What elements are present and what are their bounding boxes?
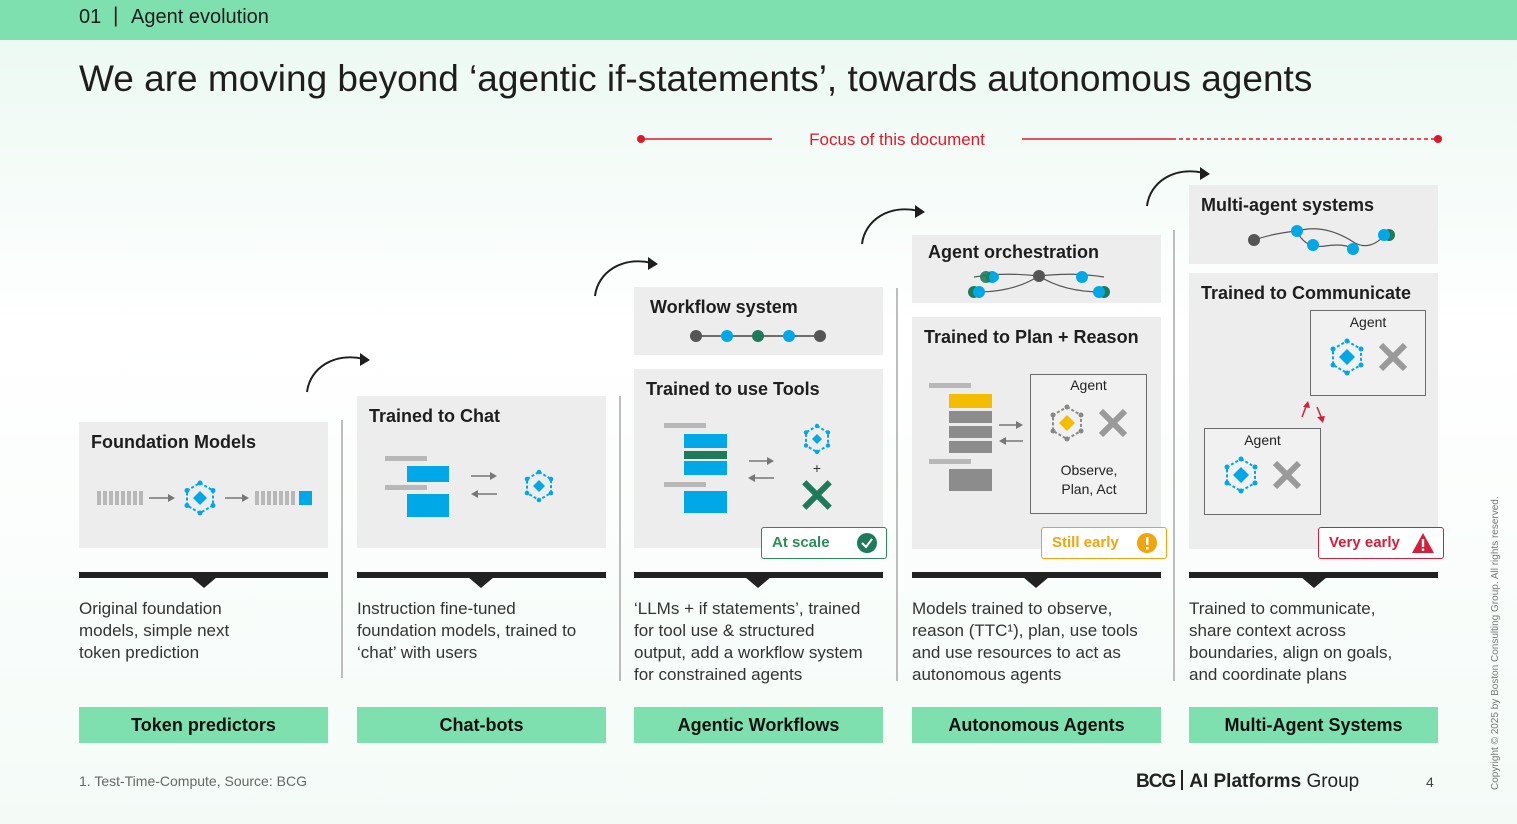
- section-title: Agent evolution: [131, 6, 269, 28]
- tool-use-icon: +: [664, 423, 832, 513]
- agent-communicate-icon: [1330, 338, 1408, 376]
- workflow-chain-icon: [690, 330, 826, 342]
- workflow-system-card: Workflow system: [634, 287, 883, 355]
- stage-pill-multi-agent-systems: Multi-Agent Systems: [1189, 707, 1438, 743]
- tools-icon: [1378, 342, 1408, 372]
- exchange-arrows-icon: [1301, 401, 1325, 423]
- column-divider: [1173, 230, 1175, 681]
- stage-pill-token-predictors: Token predictors: [79, 707, 328, 743]
- column-divider: [896, 288, 898, 681]
- stage-bar: [1189, 572, 1438, 578]
- curved-arrow-icon: [861, 205, 925, 245]
- card-title: Trained to Communicate: [1201, 283, 1412, 303]
- bcg-wordmark: BCG: [1136, 771, 1176, 792]
- bar-notch: [745, 577, 771, 588]
- card-title: Foundation Models: [91, 432, 256, 452]
- agent-label: Agent: [1349, 314, 1387, 330]
- agent-communicate-icon: [1224, 456, 1302, 494]
- focus-range-indicator: [637, 135, 1442, 143]
- stage-pill-chat-bots: Chat-bots: [357, 707, 606, 743]
- trained-to-communicate-card: Trained to Communicate Agent Agent: [1189, 273, 1438, 549]
- agent-label: Agent: [1244, 432, 1281, 448]
- bar-notch: [1301, 577, 1327, 588]
- check-icon: [857, 533, 877, 553]
- section-number: 01: [79, 6, 102, 28]
- plus-sign: +: [813, 460, 821, 476]
- card-title: Trained to Plan + Reason: [924, 327, 1139, 347]
- card-title: Trained to use Tools: [646, 379, 820, 399]
- stage-bar: [634, 572, 883, 578]
- status-badge-still-early: Still early: [1041, 527, 1167, 559]
- copyright-notice: Copyright © 2025 by Boston Consulting Gr…: [1490, 496, 1501, 790]
- agent-box: Agent Observe,Plan, Act: [1030, 374, 1147, 514]
- card-title: Agent orchestration: [928, 242, 1100, 262]
- stage-pill-agentic-workflows: Agentic Workflows: [634, 707, 883, 743]
- agent-reasoning-icon: [1050, 404, 1128, 442]
- bar-notch: [191, 577, 217, 588]
- column-divider: [341, 420, 343, 678]
- bar-notch: [1023, 577, 1049, 588]
- bar-notch: [468, 577, 494, 588]
- focus-label: Focus of this document: [809, 130, 985, 149]
- status-badge-at-scale: At scale: [761, 527, 887, 559]
- card-title: Multi-agent systems: [1201, 195, 1375, 215]
- token-prediction-icon: [97, 480, 312, 516]
- agent-box: Agent: [1204, 428, 1321, 515]
- curved-arrow-icon: [594, 257, 658, 297]
- section-separator: |: [113, 4, 119, 27]
- trained-to-chat-card: Trained to Chat: [357, 396, 606, 548]
- chat-exchange-icon: [385, 456, 554, 517]
- curved-arrow-icon: [306, 353, 370, 393]
- curved-arrow-icon: [1146, 167, 1210, 207]
- slide-title: We are moving beyond ‘agentic if-stateme…: [79, 58, 1313, 99]
- foundation-models-card: Foundation Models: [79, 422, 328, 548]
- agent-box: Agent: [1310, 310, 1426, 396]
- section-header-bar: 01 | Agent evolution: [0, 0, 1517, 40]
- stage-bar: [357, 572, 606, 578]
- status-badge-very-early: Very early: [1318, 527, 1444, 559]
- page-number: 4: [1426, 774, 1434, 790]
- column-divider: [619, 396, 621, 681]
- stage-bar: [79, 572, 328, 578]
- orchestration-graph-icon: [968, 270, 1110, 298]
- multi-agent-graph-icon: [1248, 225, 1395, 255]
- trained-to-use-tools-card: Trained to use Tools +: [634, 369, 883, 548]
- stage-bar: [912, 572, 1161, 578]
- planning-stack-icon: [929, 383, 1023, 491]
- trained-to-plan-reason-card: Trained to Plan + Reason Agent Observe,P…: [912, 317, 1161, 549]
- agent-orchestration-card: Agent orchestration: [912, 235, 1161, 303]
- stage-description: Models trained to observe,reason (TTC¹),…: [912, 599, 1138, 684]
- footnote: 1. Test-Time-Compute, Source: BCG: [79, 773, 307, 789]
- card-title: Workflow system: [650, 297, 798, 317]
- tools-icon: [802, 480, 832, 510]
- warning-triangle-icon: [1412, 533, 1434, 553]
- agent-caption: Observe,Plan, Act: [1060, 462, 1118, 497]
- card-title: Trained to Chat: [369, 406, 501, 426]
- tools-icon: [1272, 460, 1302, 490]
- stage-pill-autonomous-agents: Autonomous Agents: [912, 707, 1161, 743]
- agent-label: Agent: [1070, 377, 1107, 393]
- stage-description: Trained to communicate,share context acr…: [1189, 599, 1393, 684]
- tools-icon: [1098, 408, 1128, 438]
- exclamation-icon: [1137, 533, 1157, 553]
- multi-agent-systems-card: Multi-agent systems: [1189, 185, 1438, 264]
